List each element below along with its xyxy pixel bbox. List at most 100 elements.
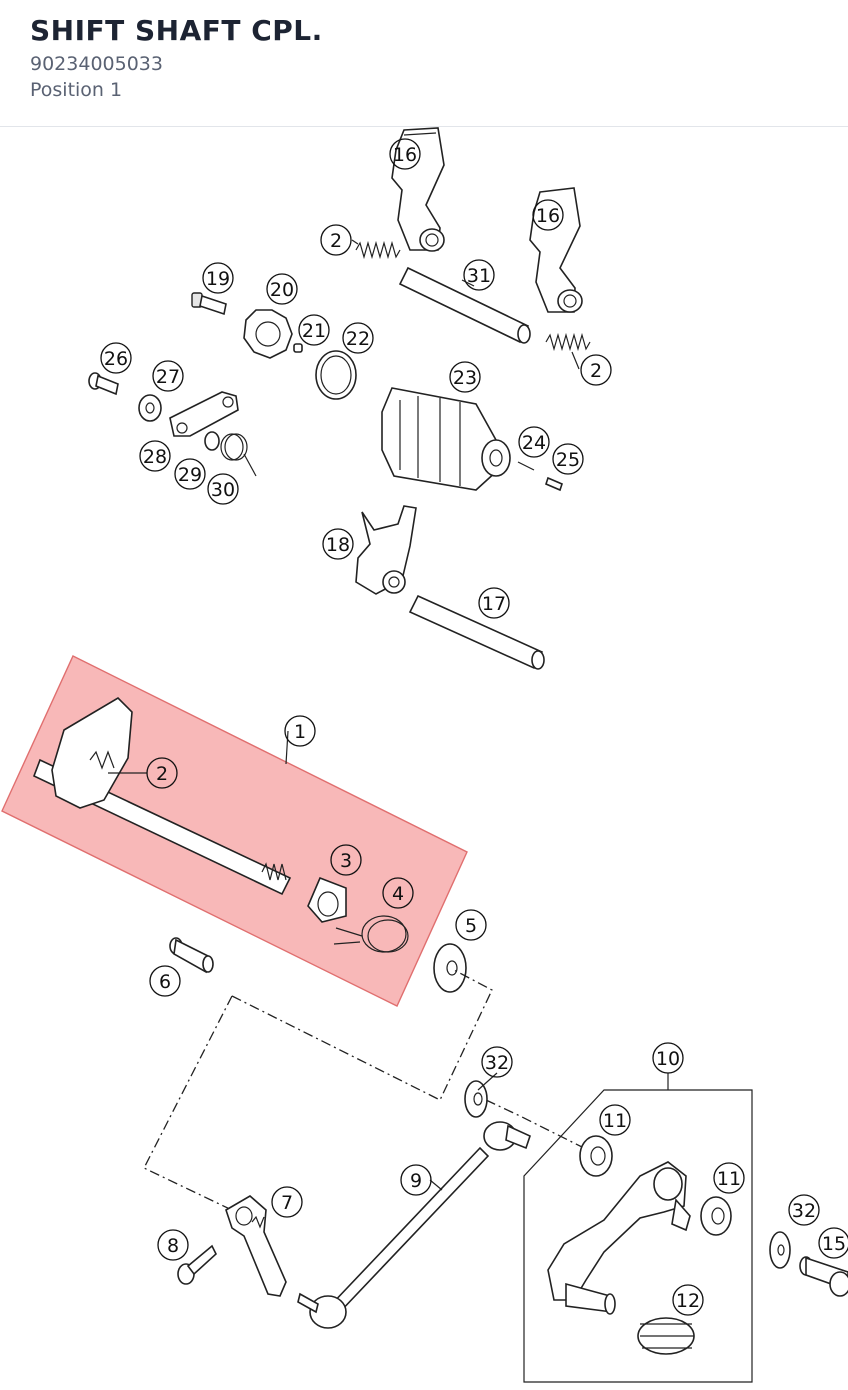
callout-number: 2 [330,230,342,252]
callout-circle [713,1162,745,1194]
callout-circle [400,1164,432,1196]
callout-4[interactable]: 4 [382,877,414,909]
assembly-box-10[interactable] [523,1089,753,1383]
callout-32[interactable]: 32 [481,1046,513,1078]
callout-7[interactable]: 7 [271,1186,303,1218]
callout-10[interactable]: 10 [652,1042,684,1074]
callout-circle [455,909,487,941]
callout-circle [449,361,481,393]
callout-number: 7 [281,1192,293,1214]
callout-3[interactable]: 3 [330,844,362,876]
callout-number: 22 [346,328,370,350]
callout-28[interactable]: 28 [139,440,171,472]
callout-20[interactable]: 20 [266,273,298,305]
callout-number: 3 [340,850,352,872]
callout-circle [599,1104,631,1136]
callout-2[interactable]: 2 [320,224,352,256]
callout-number: 18 [326,534,350,556]
washer-29-drawing [204,431,220,451]
locking-lever-drawing [169,391,239,437]
part-header: SHIFT SHAFT CPL. 90234005033 Position 1 [0,0,848,127]
callout-2[interactable]: 2 [580,354,612,386]
callout-number: 20 [270,279,294,301]
callout-16[interactable]: 16 [389,138,421,170]
callout-1[interactable]: 1 [284,715,316,747]
callout-25[interactable]: 25 [552,443,584,475]
callout-19[interactable]: 19 [202,262,234,294]
callout-circle [382,877,414,909]
callout-circle [330,844,362,876]
callout-circle [146,757,178,789]
callout-number: 6 [159,971,171,993]
callout-11[interactable]: 11 [713,1162,745,1194]
leader-lines [108,239,669,1191]
callout-number: 15 [822,1233,846,1255]
callout-circle [100,342,132,374]
washer-32-right-drawing [769,1231,791,1269]
callout-number: 19 [206,268,230,290]
callout-32[interactable]: 32 [788,1194,820,1226]
callout-number: 27 [156,366,180,388]
callout-number: 4 [392,883,404,905]
callout-2[interactable]: 2 [146,757,178,789]
callout-number: 11 [717,1168,741,1190]
callout-circle [202,262,234,294]
callout-circle [463,259,495,291]
callout-number: 32 [485,1052,509,1074]
bolt-26-drawing [88,372,119,396]
shift-lever-10-drawing [547,1161,691,1315]
callout-number: 21 [302,320,326,342]
part-title: SHIFT SHAFT CPL. [30,14,323,47]
callout-17[interactable]: 17 [478,587,510,619]
callout-24[interactable]: 24 [518,426,550,458]
callout-number: 28 [143,446,167,468]
callout-6[interactable]: 6 [149,965,181,997]
bolt-8-drawing [177,1244,217,1285]
pin-25-drawing [545,476,563,492]
callout-circle [322,528,354,560]
washer-27-drawing [138,394,162,422]
callout-18[interactable]: 18 [322,528,354,560]
shift-star-20-drawing [243,309,293,359]
callout-circle [298,314,330,346]
callout-31[interactable]: 31 [463,259,495,291]
callout-circle [788,1194,820,1226]
shift-shaft-assembly-drawing [32,696,292,896]
callout-circle [342,322,374,354]
callout-23[interactable]: 23 [449,361,481,393]
callout-number: 24 [522,432,546,454]
spring-upper-left-drawing [355,240,401,260]
callout-21[interactable]: 21 [298,314,330,346]
part-position: Position 1 [30,79,123,101]
callout-15[interactable]: 15 [818,1227,848,1259]
callout-12[interactable]: 12 [672,1284,704,1316]
callout-9[interactable]: 9 [400,1164,432,1196]
callout-27[interactable]: 27 [152,360,184,392]
pin-6-drawing [169,937,214,974]
callout-circle [157,1229,189,1261]
washer-5-drawing [433,943,467,993]
rubber-12-drawing [637,1317,695,1355]
callout-number: 2 [156,763,168,785]
callout-11[interactable]: 11 [599,1104,631,1136]
callout-30[interactable]: 30 [207,473,239,505]
callout-number: 25 [556,449,580,471]
highlighted-assembly-area[interactable] [1,655,468,1007]
spring-30-drawing [220,433,257,477]
callout-8[interactable]: 8 [157,1229,189,1261]
callout-22[interactable]: 22 [342,322,374,354]
callout-number: 31 [467,265,491,287]
fork-shaft-lower-drawing [408,594,545,670]
callout-number: 1 [294,721,306,743]
washer-32-left-drawing [464,1080,488,1118]
pin-21-drawing [293,343,303,353]
shift-drum-23-drawing [381,387,511,491]
shift-rod-9-drawing [297,1121,531,1329]
callout-16[interactable]: 16 [532,199,564,231]
callout-5[interactable]: 5 [455,909,487,941]
callout-26[interactable]: 26 [100,342,132,374]
callout-number: 12 [676,1290,700,1312]
clip-3-drawing [307,876,347,923]
callout-29[interactable]: 29 [174,458,206,490]
